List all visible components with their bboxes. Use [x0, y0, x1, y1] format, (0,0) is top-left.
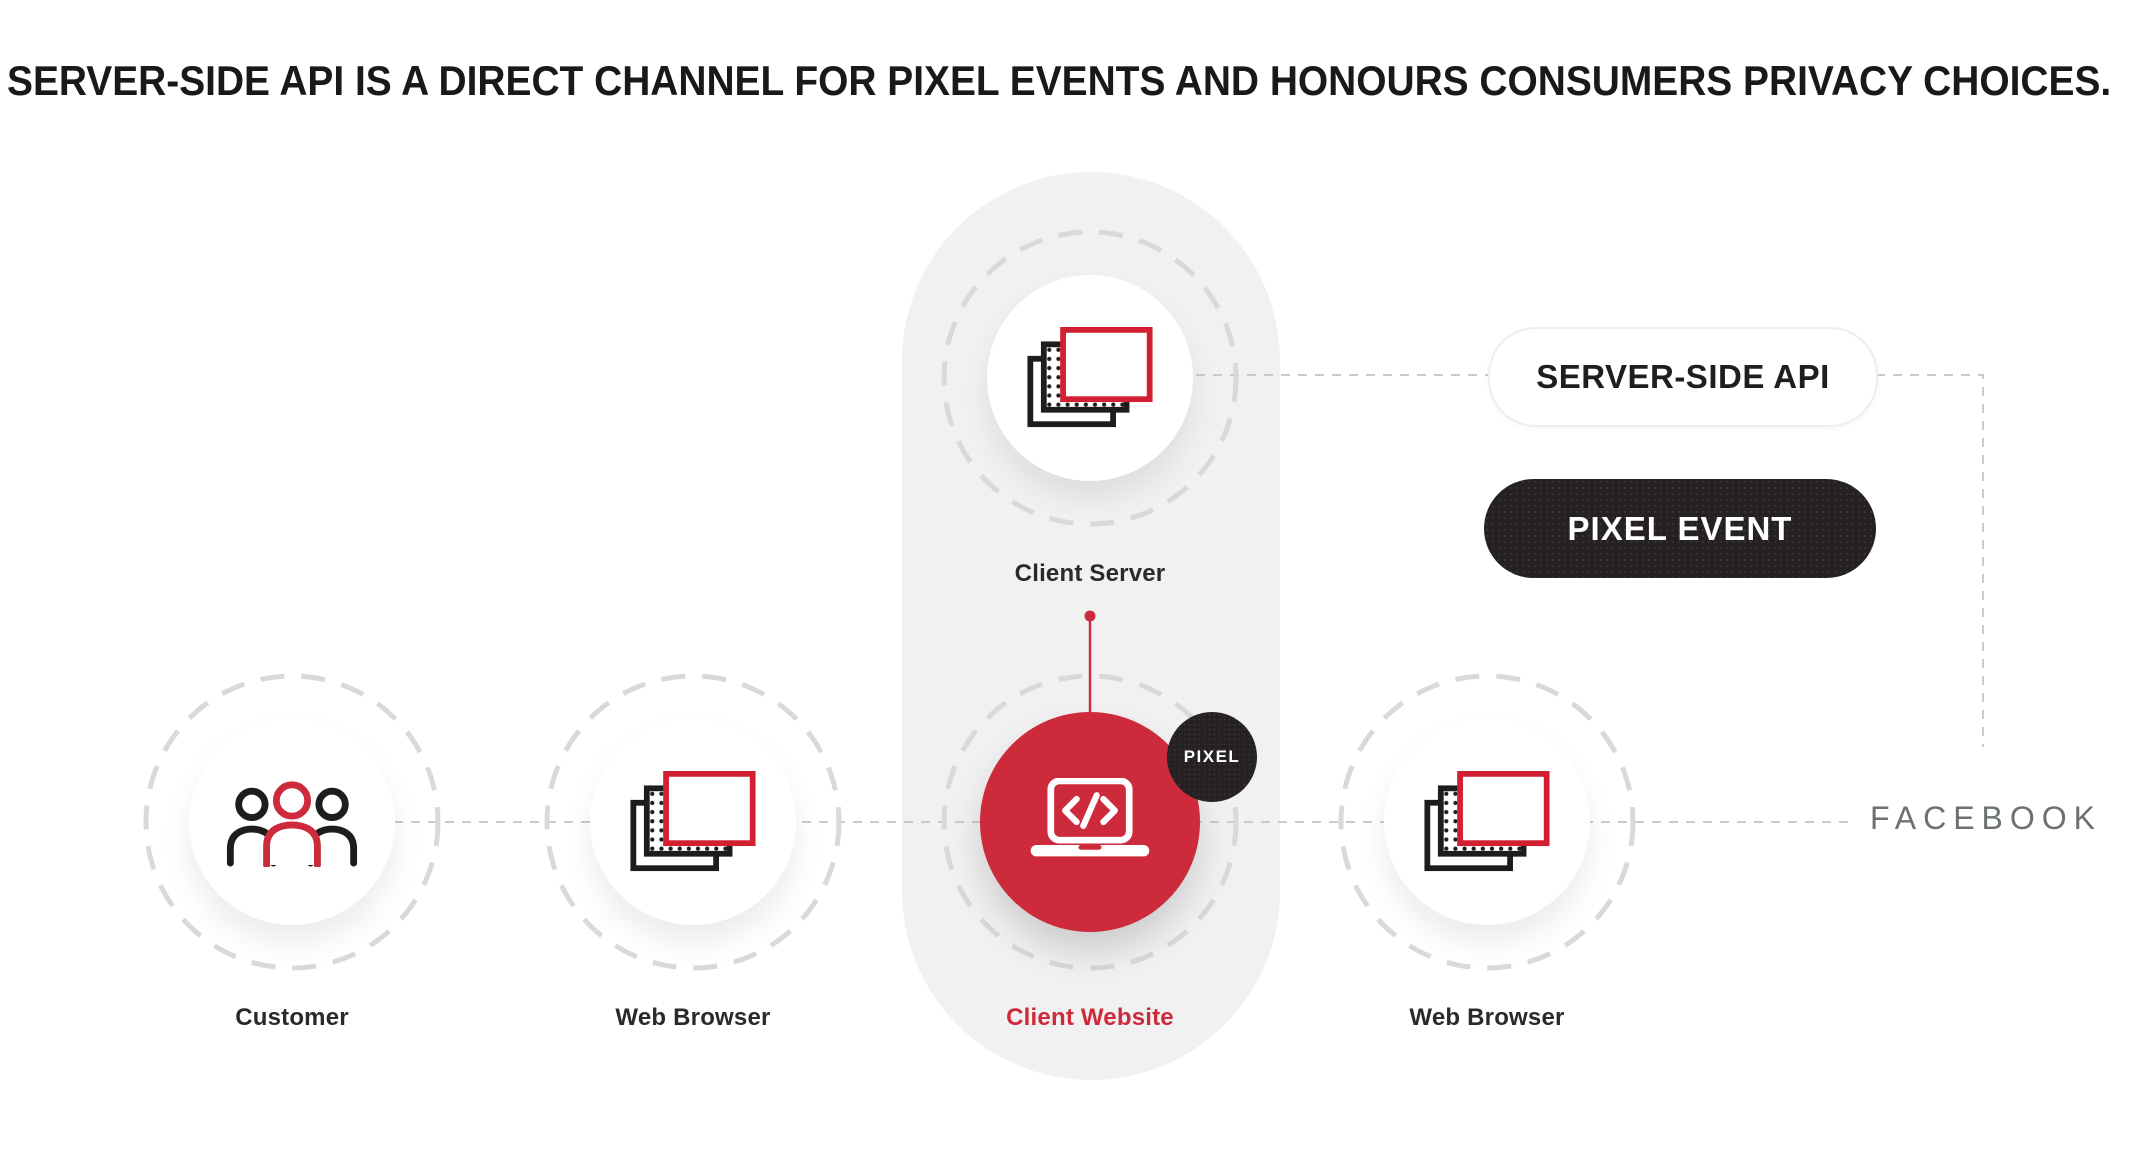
dashed-ring — [143, 673, 441, 971]
dashed-ring — [1338, 673, 1636, 971]
browser-stack-icon — [1424, 771, 1550, 872]
node-client-server — [940, 228, 1240, 528]
browser-stack-icon — [1027, 327, 1153, 428]
pixel-event-pill: PIXEL EVENT — [1484, 479, 1876, 578]
node-disc — [1384, 719, 1590, 925]
people-icon — [226, 781, 358, 867]
node-label-customer: Customer — [235, 1004, 349, 1031]
node-disc — [987, 275, 1193, 481]
node-disc — [590, 719, 796, 925]
page-title: SERVER-SIDE API IS A DIRECT CHANNEL FOR … — [7, 57, 2112, 104]
browser-stack-icon — [630, 771, 756, 872]
node-web-browser-left — [543, 672, 843, 972]
dashed-ring — [941, 229, 1239, 527]
node-web-browser-right — [1337, 672, 1637, 972]
node-client-website — [940, 672, 1240, 972]
dashed-ring — [544, 673, 842, 971]
node-label-web-browser-right: Web Browser — [1409, 1004, 1565, 1031]
dashed-ring — [941, 673, 1239, 971]
server-side-api-pill: SERVER-SIDE API — [1488, 327, 1878, 427]
pixel-event-red-dot — [1084, 610, 1096, 622]
node-disc-highlight — [980, 712, 1200, 932]
facebook-label: FACEBOOK — [1869, 800, 2102, 836]
node-label-client-website: Client Website — [1006, 1004, 1174, 1031]
node-label-client-server: Client Server — [1014, 560, 1166, 587]
pixel-badge: PIXEL — [1167, 712, 1257, 802]
node-customer — [142, 672, 442, 972]
node-label-web-browser-left: Web Browser — [615, 1004, 771, 1031]
laptop-code-icon — [1030, 778, 1150, 857]
node-disc — [189, 719, 395, 925]
server-api-dashed-line — [1196, 374, 1984, 747]
